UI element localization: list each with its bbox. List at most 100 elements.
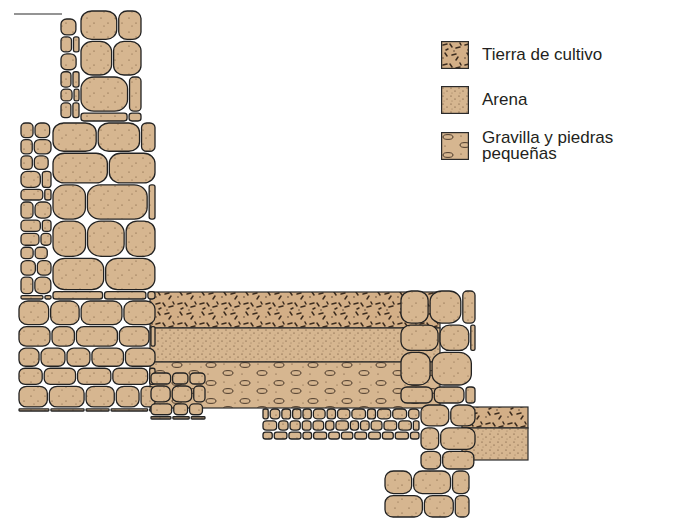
stone [21,296,43,299]
stone [326,421,334,430]
stone [78,368,111,384]
stone [336,421,348,430]
stone [73,103,79,118]
stone [44,368,75,384]
stone [19,327,50,346]
stone [88,221,125,256]
stone [327,409,335,419]
stone [360,421,369,430]
stone [409,409,419,419]
stone [413,421,419,430]
stone [45,189,51,200]
legend-item: Tierra de cultivo [441,41,662,69]
stone [92,348,124,366]
stone [421,451,441,469]
legend-swatch [441,86,469,114]
stone [399,421,412,430]
stone [109,153,155,183]
stone [45,296,51,299]
stone [34,156,48,169]
stone [414,471,451,494]
stone [81,113,127,121]
stone [194,386,205,402]
soil-layer [150,292,440,328]
sand-layer [150,328,440,362]
stone [352,409,366,419]
stone [119,327,149,346]
stone [53,153,107,183]
swatch-fill [442,87,469,114]
stone [111,409,148,411]
stone [378,409,391,419]
stone [430,291,461,323]
stone [114,41,141,75]
stone [463,291,475,323]
soil-layers [150,292,528,460]
stone [53,123,96,151]
swatch-fill [442,42,469,69]
stone [51,409,84,411]
stone [313,421,324,430]
stone [37,261,51,276]
stone [81,301,122,325]
gravel-layer [150,362,440,408]
stone [367,409,375,419]
stone [21,171,40,187]
stone [61,54,76,70]
stone [81,77,128,111]
stone [424,496,453,517]
stone [61,89,72,101]
stone [53,258,104,289]
stone [471,325,475,350]
stone [263,432,272,439]
stone [151,404,172,415]
stone [355,432,367,439]
stone [290,421,300,430]
stone [19,409,49,411]
stone [314,432,327,439]
stone [293,409,301,419]
stone [21,140,32,154]
stone [385,496,422,517]
stone [73,37,79,52]
stone [393,409,407,419]
stone [21,123,33,138]
stone [329,432,340,439]
stone [371,421,382,430]
stone [190,404,203,415]
stone [53,185,85,219]
stone [151,386,170,402]
stone [401,325,438,350]
stone [53,292,103,299]
stone [53,221,86,256]
legend-swatch [441,41,469,69]
stone [42,171,51,187]
stone [113,368,148,384]
stone [151,417,171,419]
stone [19,301,49,325]
stone [41,348,65,366]
stone [35,123,50,138]
stone [173,373,188,384]
stone [432,352,471,385]
stone [270,409,280,419]
stone [395,432,408,439]
stone [21,156,32,169]
stone [19,348,39,366]
stone [124,301,155,325]
stone [130,77,141,111]
stone [410,432,419,439]
stone [401,387,432,403]
stone [106,258,155,289]
stone [385,471,412,494]
swatch-pattern [441,132,469,160]
stone [151,327,155,346]
stone [401,291,428,323]
legend-item: Arena [441,86,662,114]
stone [76,327,117,346]
stone [98,123,139,151]
stone [191,417,205,419]
stone [173,417,189,419]
stone [263,421,277,430]
